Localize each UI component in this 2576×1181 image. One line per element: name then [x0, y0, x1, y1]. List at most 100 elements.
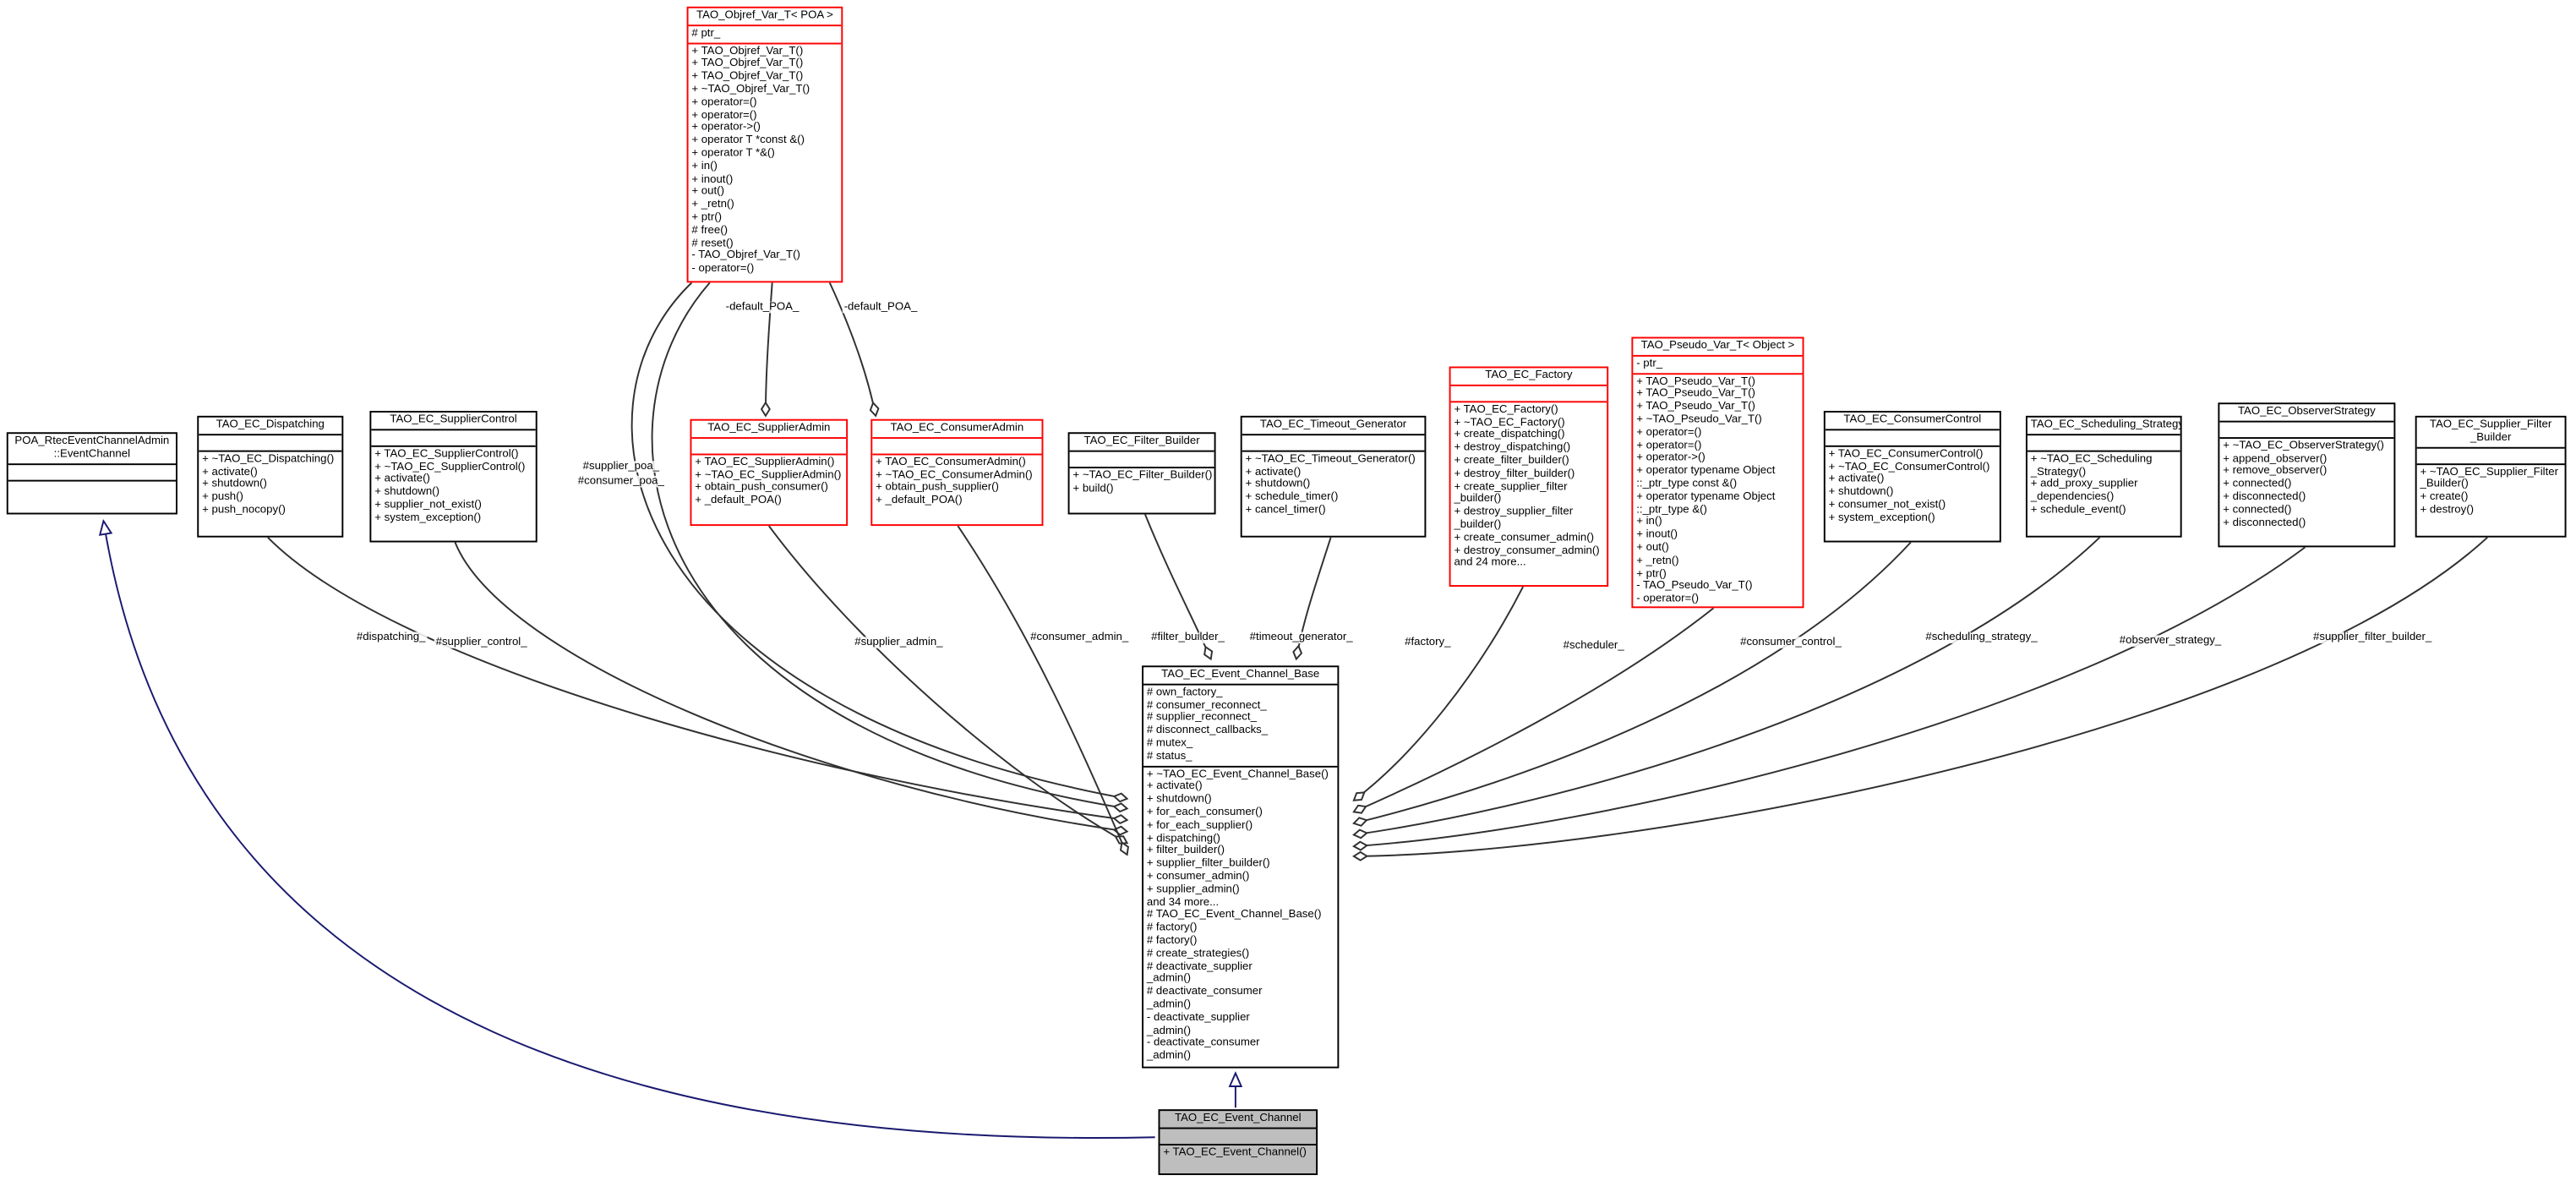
- method-line: + TAO_EC_SupplierAdmin(): [695, 457, 835, 468]
- method-line: + TAO_EC_ConsumerControl(): [1828, 448, 1984, 460]
- class-title-line: TAO_EC_SupplierControl: [390, 413, 517, 426]
- method-line: ::_ptr_type &(): [1636, 503, 1707, 516]
- method-line: + TAO_EC_SupplierControl(): [374, 448, 519, 460]
- method-line: + connected(): [2223, 478, 2292, 490]
- method-line: + obtain_push_consumer(): [695, 482, 828, 494]
- method-line: + ~TAO_EC_Filter_Builder(): [1072, 469, 1213, 482]
- class-title-line: TAO_EC_Event_Channel: [1174, 1113, 1302, 1124]
- edge-filter-builder: [1144, 514, 1214, 661]
- class-methods-section: + ~TAO_EC_Scheduling_Strategy()+ add_pro…: [2028, 451, 2180, 536]
- method-line: # deactivate_consumer: [1146, 986, 1263, 998]
- edge-factory: [1352, 586, 1524, 801]
- method-line: + create_consumer_admin(): [1454, 532, 1595, 544]
- method-line: - deactivate_consumer: [1146, 1037, 1260, 1049]
- method-line: + ptr(): [691, 211, 723, 224]
- attribute-line: # disconnect_callbacks_: [1146, 724, 1269, 737]
- class-methods-section: + ~TAO_EC_Dispatching()+ activate()+ shu…: [199, 451, 341, 536]
- edge-label-supplier-filter-builder: #supplier_filter_builder_: [2311, 632, 2434, 644]
- class-title: TAO_EC_Supplier_Filter_Builder: [2416, 418, 2565, 448]
- class-box-tao-ec-scheduling-strategy[interactable]: TAO_EC_Scheduling_Strategy+ ~TAO_EC_Sche…: [2025, 415, 2182, 538]
- class-box-poa-rteceventchanneladmin-eventchannel[interactable]: POA_RtecEventChannelAdmin::EventChannel: [6, 432, 177, 515]
- method-line: + supplier_filter_builder(): [1146, 858, 1270, 870]
- method-line: + shutdown(): [1146, 794, 1212, 806]
- method-line: + create_filter_builder(): [1454, 455, 1569, 467]
- class-attributes-section: [691, 439, 847, 456]
- method-line: + disconnected(): [2223, 517, 2306, 529]
- class-box-tao-ec-event-channel-base[interactable]: TAO_EC_Event_Channel_Base# own_factory_#…: [1142, 665, 1340, 1069]
- method-line: + operator T *&(): [691, 147, 775, 160]
- method-line: and 34 more...: [1146, 896, 1220, 909]
- class-title: TAO_EC_SupplierAdmin: [691, 421, 847, 439]
- class-attributes-section: [8, 464, 177, 481]
- class-box-tao-pseudo-var-t-object[interactable]: TAO_Pseudo_Var_T< Object >- ptr_ + TAO_Ps…: [1631, 336, 1804, 609]
- class-box-tao-ec-timeout-generator[interactable]: TAO_EC_Timeout_Generator+ ~TAO_EC_Timeou…: [1240, 415, 1427, 538]
- class-title-line: TAO_EC_ConsumerControl: [1843, 413, 1982, 426]
- edge-label-default-poa-left: -default_POA_: [723, 301, 801, 314]
- class-box-tao-ec-factory[interactable]: TAO_EC_Factory+ TAO_EC_Factory()+ ~TAO_E…: [1449, 366, 1609, 588]
- method-line: + create_supplier_filter: [1454, 480, 1568, 493]
- edge-label-supplier-control: #supplier_control_: [434, 637, 529, 648]
- method-line: + _retn(): [1636, 555, 1679, 567]
- method-line: + out(): [691, 186, 725, 198]
- class-methods-section: + ~TAO_EC_Filter_Builder()+ build(): [1070, 468, 1214, 513]
- edge-label-scheduler: #scheduler_: [1561, 640, 1626, 652]
- class-box-tao-ec-consumeradmin[interactable]: TAO_EC_ConsumerAdmin+ TAO_EC_ConsumerAdm…: [870, 418, 1044, 527]
- method-line: + activate(): [202, 466, 258, 478]
- method-line: + add_proxy_supplier: [2030, 478, 2138, 491]
- method-line: _Builder(): [2420, 478, 2469, 491]
- class-attributes-section: [1069, 451, 1214, 468]
- class-attributes-section: [1825, 430, 2000, 447]
- method-line: + ~TAO_EC_Supplier_Filter: [2420, 466, 2559, 478]
- method-line: _dependencies(): [2030, 491, 2115, 504]
- attribute-line: - ptr_: [1636, 358, 1663, 370]
- method-line: + ~TAO_EC_SupplierControl(): [374, 461, 526, 473]
- method-line: + for_each_consumer(): [1146, 806, 1263, 819]
- class-box-tao-ec-dispatching[interactable]: TAO_EC_Dispatching+ ~TAO_EC_Dispatching(…: [197, 415, 344, 538]
- method-line: + consumer_admin(): [1146, 871, 1250, 883]
- class-box-tao-ec-filter-builder[interactable]: TAO_EC_Filter_Builder+ ~TAO_EC_Filter_Bu…: [1067, 432, 1216, 515]
- method-line: + activate(): [1146, 781, 1203, 793]
- edge-label-scheduling-strategy: #scheduling_strategy_: [1924, 632, 2039, 644]
- method-line: + destroy_supplier_filter: [1454, 506, 1574, 518]
- class-title-line: TAO_EC_Event_Channel_Base: [1161, 669, 1320, 681]
- class-box-tao-ec-suppliercontrol[interactable]: TAO_EC_SupplierControl + TAO_EC_SupplierC…: [369, 411, 538, 543]
- method-line: _builder(): [1454, 493, 1502, 506]
- class-box-tao-ec-consumercontrol[interactable]: TAO_EC_ConsumerControl + TAO_EC_ConsumerC…: [1823, 411, 2001, 543]
- method-line: + system_exception(): [374, 512, 482, 524]
- method-line: - TAO_Pseudo_Var_T(): [1636, 580, 1753, 593]
- class-box-tao-ec-supplier-filter-builder[interactable]: TAO_EC_Supplier_Filter_Builder + ~TAO_EC_…: [2415, 415, 2567, 538]
- method-line: + operator=(): [1636, 440, 1702, 451]
- method-line: + shutdown(): [202, 478, 267, 491]
- method-line: + TAO_Pseudo_Var_T(): [1636, 388, 1755, 401]
- class-attributes-section: [1160, 1129, 1317, 1145]
- method-line: + destroy_consumer_admin(): [1454, 544, 1600, 557]
- edge-consumer-poa: [651, 282, 1129, 813]
- method-line: + activate(): [1828, 473, 1885, 486]
- method-line: + dispatching(): [1146, 832, 1220, 845]
- method-line: + ~TAO_Pseudo_Var_T(): [1636, 413, 1762, 426]
- class-attributes-section: [2027, 435, 2180, 452]
- method-line: + ~TAO_EC_ConsumerControl(): [1828, 461, 1990, 473]
- method-line: + append_observer(): [2223, 452, 2328, 465]
- method-line: + TAO_Objref_Var_T(): [691, 70, 804, 83]
- method-line: _admin(): [1146, 973, 1192, 986]
- method-line: + _retn(): [691, 199, 734, 211]
- class-methods-section: + TAO_EC_ConsumerAdmin()+ ~TAO_EC_Consum…: [872, 455, 1041, 524]
- class-methods-section: + TAO_EC_Factory()+ ~TAO_EC_Factory()+ c…: [1451, 402, 1607, 585]
- method-line: + for_each_supplier(): [1146, 819, 1253, 832]
- attribute-line: # ptr_: [691, 27, 721, 40]
- method-line: + TAO_Pseudo_Var_T(): [1636, 401, 1755, 413]
- class-box-tao-ec-event-channel[interactable]: TAO_EC_Event_Channel+ TAO_EC_Event_Chann…: [1158, 1109, 1318, 1175]
- method-line: + ~TAO_Objref_Var_T(): [691, 84, 810, 96]
- class-title-line: TAO_Objref_Var_T< POA >: [696, 9, 833, 22]
- method-line: + TAO_Pseudo_Var_T(): [1636, 375, 1755, 387]
- class-title-line: TAO_EC_SupplierAdmin: [707, 422, 831, 435]
- class-attributes-section: [872, 439, 1042, 456]
- class-box-tao-ec-observerstrategy[interactable]: TAO_EC_ObserverStrategy+ ~TAO_EC_Observe…: [2218, 402, 2396, 548]
- class-title-line: TAO_EC_ObserverStrategy: [2237, 406, 2376, 418]
- class-methods-section: + ~TAO_EC_Timeout_Generator()+ activate(…: [1242, 451, 1425, 536]
- class-box-tao-ec-supplieradmin[interactable]: TAO_EC_SupplierAdmin + TAO_EC_SupplierAdm…: [690, 418, 849, 527]
- class-box-tao-objref-var-t-poa[interactable]: TAO_Objref_Var_T< POA > # ptr_ + TAO_Objre…: [686, 6, 843, 283]
- class-title: TAO_Pseudo_Var_T< Object >: [1633, 338, 1803, 357]
